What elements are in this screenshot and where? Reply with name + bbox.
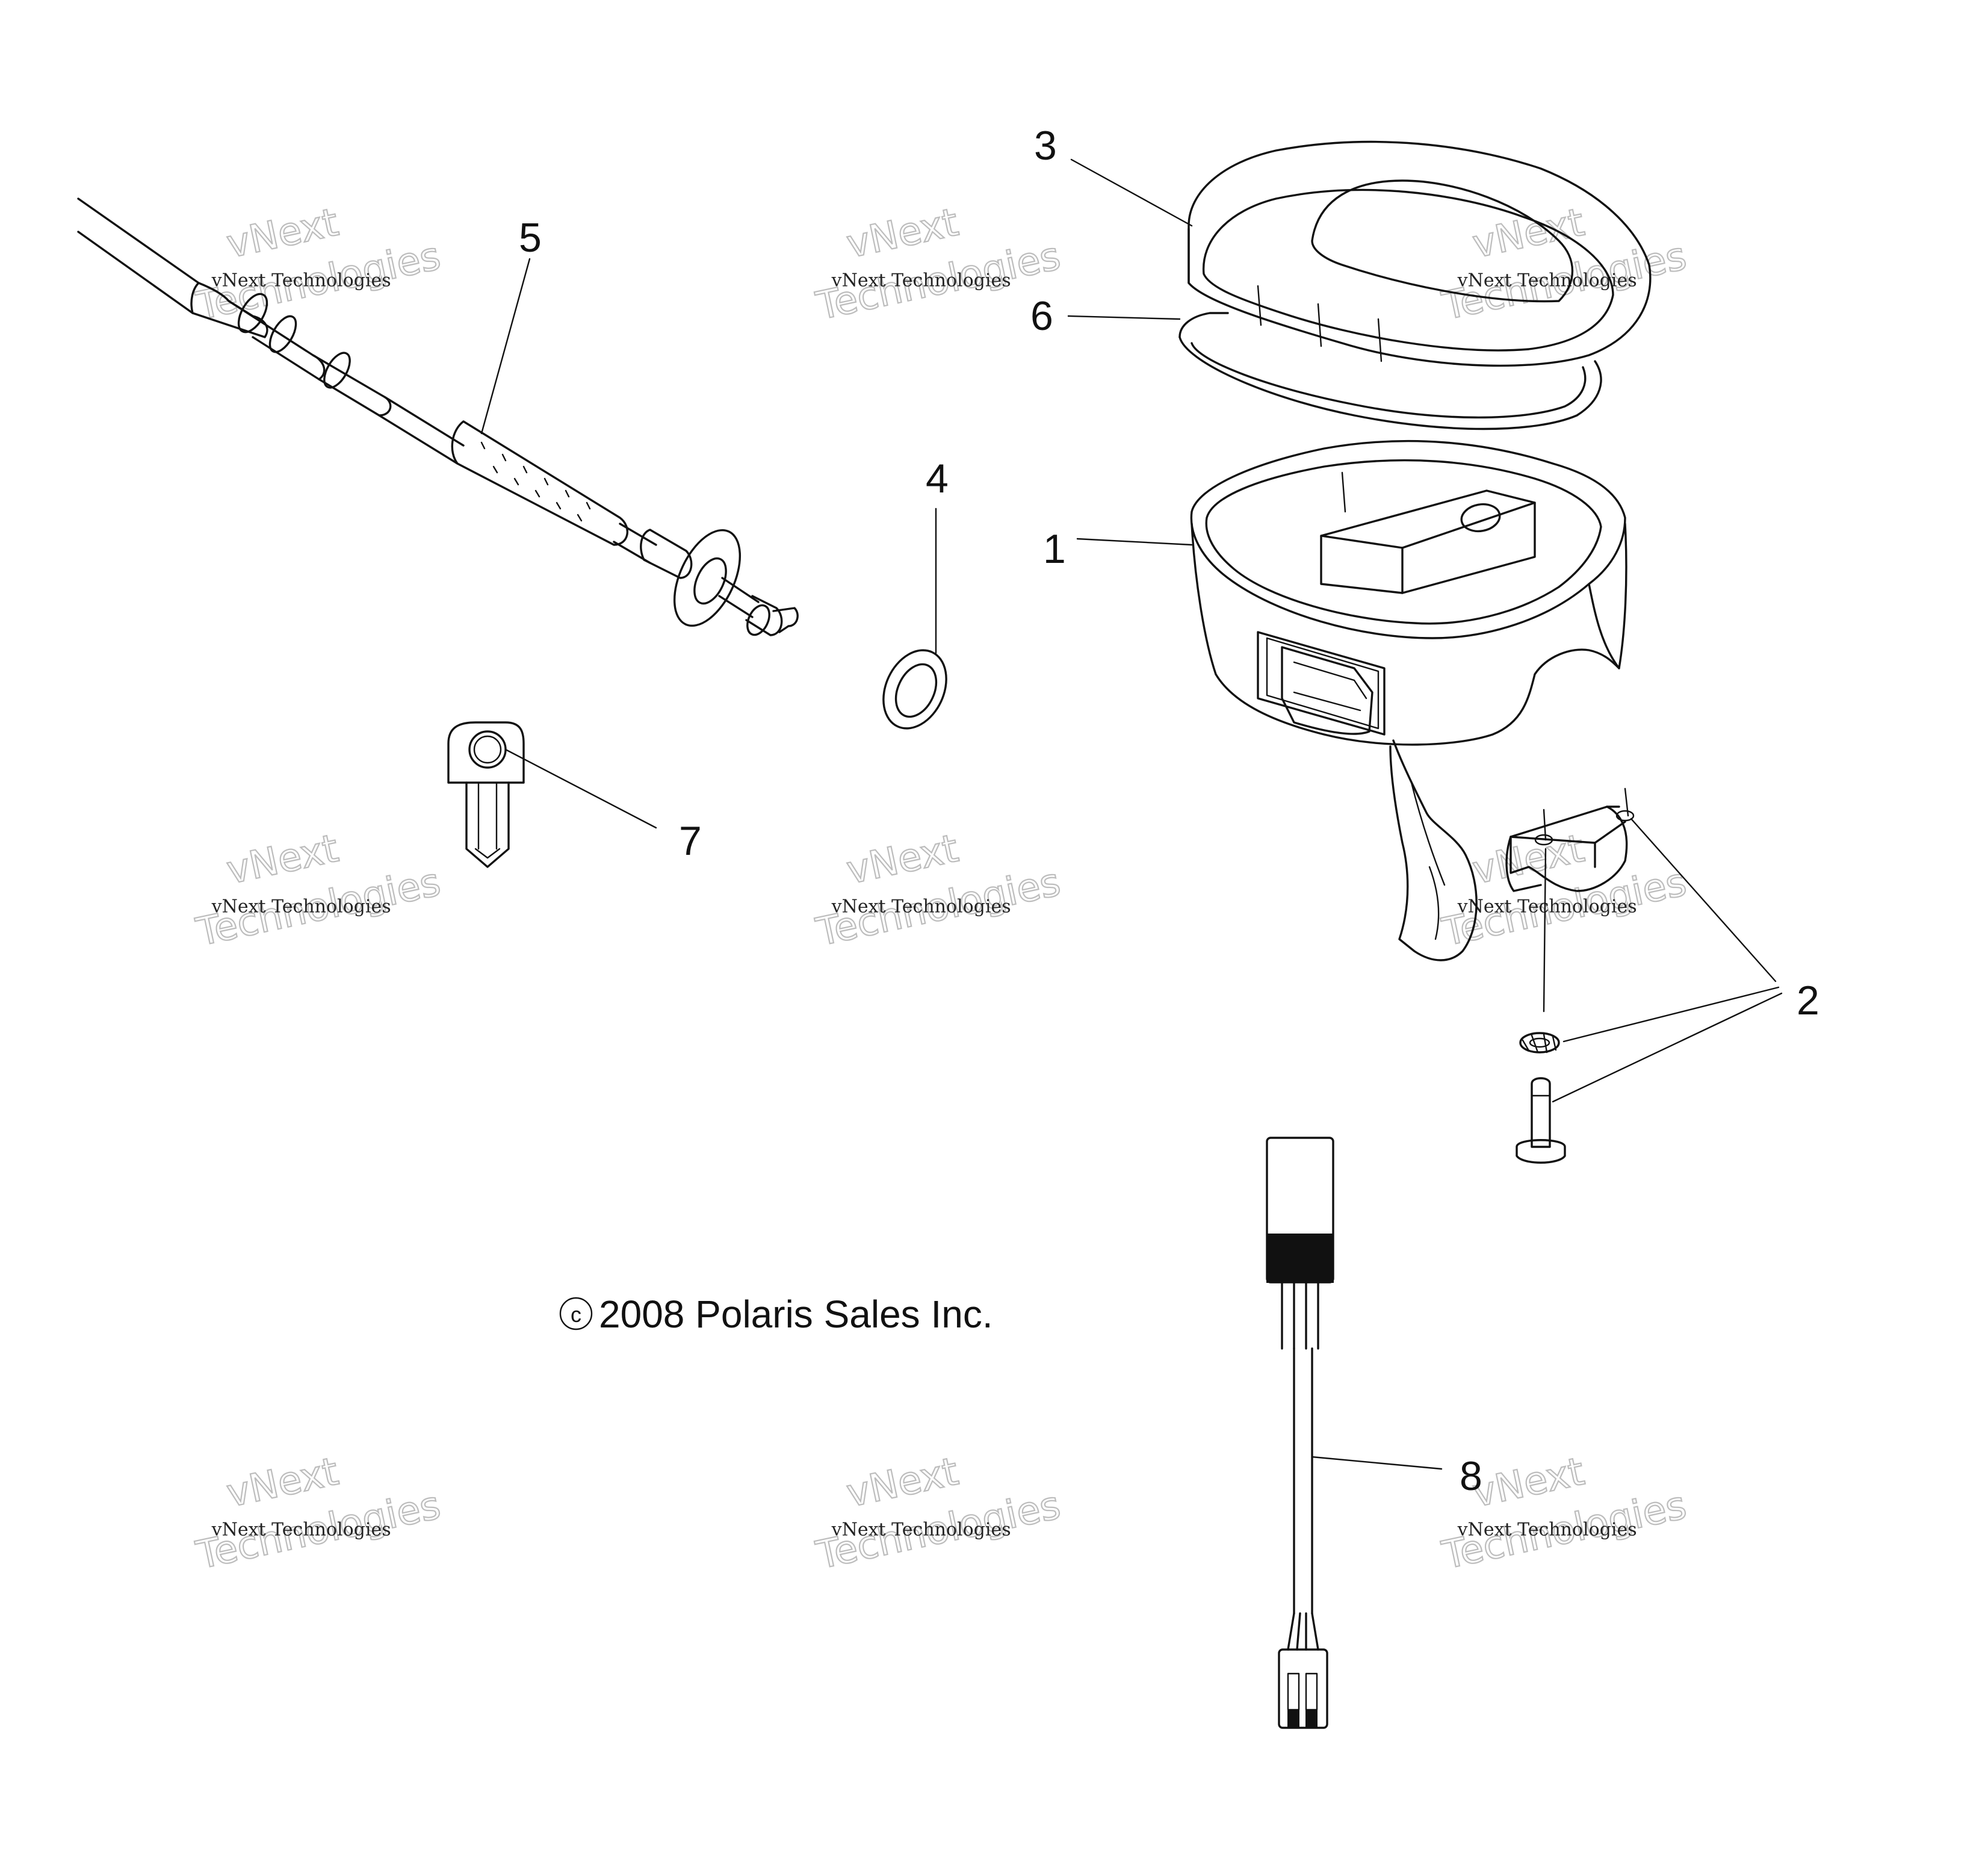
callout-8: 8: [1460, 1453, 1482, 1499]
part-5-throttle-cable: [77, 197, 799, 636]
watermark-label: vNext Technologies: [1457, 896, 1637, 917]
callout-3: 3: [1034, 123, 1057, 169]
part-7-key: [447, 721, 525, 868]
callout-4: 4: [926, 456, 949, 501]
watermark-label: vNext Technologies: [831, 896, 1011, 917]
watermark-label: vNext Technologies: [211, 270, 391, 291]
part-8-wire-harness: [1266, 1137, 1334, 1729]
copyright-notice: c 2008 Polaris Sales Inc.: [559, 1293, 993, 1336]
watermark-label: vNext Technologies: [211, 1519, 391, 1541]
callout-labels: 3 5 6 4 1 7 2 8: [519, 123, 1819, 1499]
part-1-throttle-housing: [1190, 439, 1627, 961]
callout-5: 5: [519, 215, 542, 261]
watermark-label: vNext Technologies: [831, 1519, 1011, 1541]
part-4-o-ring: [882, 649, 947, 730]
part-2-clamp-assembly: [1505, 787, 1635, 1164]
copyright-symbol-icon: [559, 1297, 593, 1330]
part-6-gasket: [1178, 312, 1602, 430]
copyright-text: 2008 Polaris Sales Inc.: [599, 1293, 993, 1336]
callout-2: 2: [1797, 978, 1819, 1023]
callout-7: 7: [679, 818, 702, 864]
part-3-cover: [1188, 140, 1652, 367]
watermark-label: vNext Technologies: [1457, 1519, 1637, 1541]
watermark-label: vNext Technologies: [831, 270, 1011, 291]
copyright-symbol: c: [571, 1302, 581, 1327]
leader-lines: [480, 158, 1783, 1470]
watermark-label: vNext Technologies: [211, 896, 391, 917]
callout-6: 6: [1030, 293, 1053, 339]
callout-1: 1: [1043, 526, 1066, 572]
